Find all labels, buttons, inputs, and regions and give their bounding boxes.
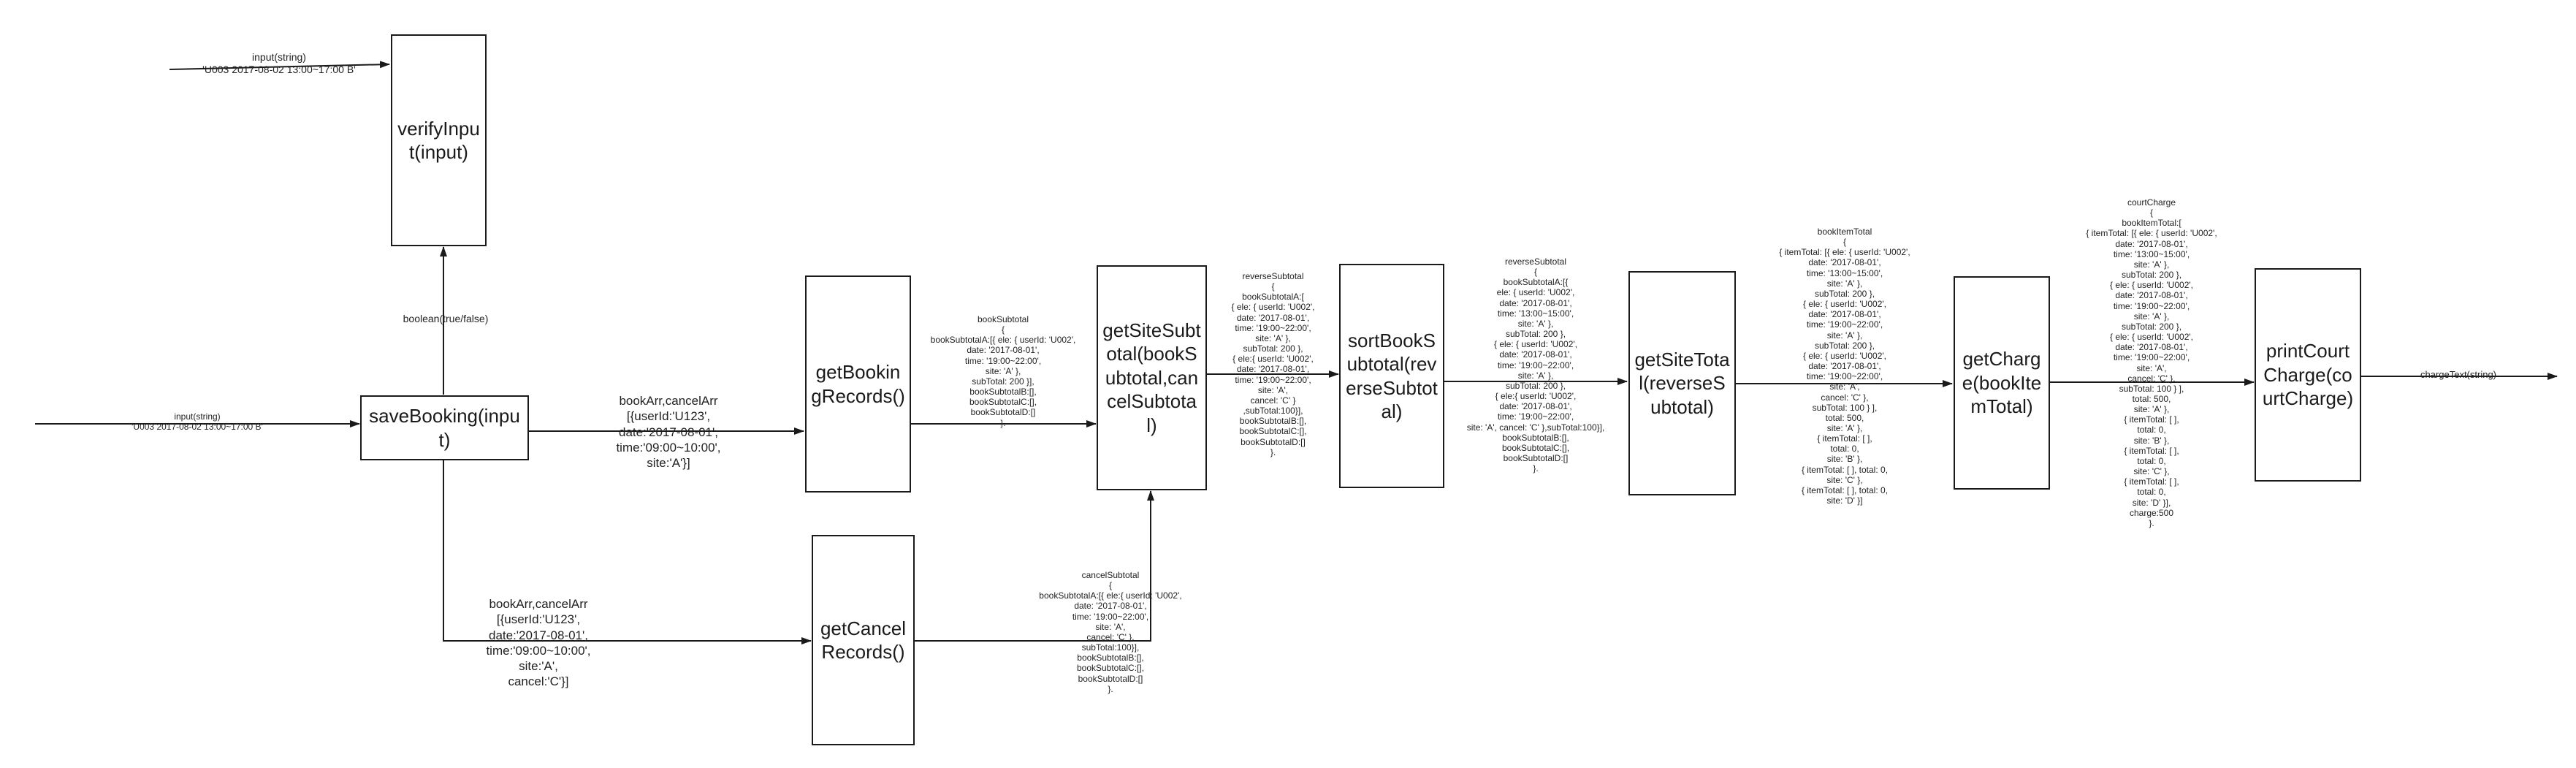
get-site-total-node[interactable]: getSiteTotal(reverseSubtotal) — [1628, 271, 1736, 495]
input-top-label: input(string) 'U003 2017-08-02 13:00~17:… — [202, 51, 356, 76]
book-subtotal-label: bookSubtotal { bookSubtotalA:[{ ele: { u… — [930, 314, 1076, 428]
court-charge-label: courtCharge { bookItemTotal:[ { itemTota… — [2086, 197, 2217, 528]
charge-text-label: chargeText(string) — [2420, 369, 2497, 380]
bookarr-top-label: bookArr,cancelArr [{userId:'U123', date:… — [616, 394, 721, 470]
cancel-subtotal-label: cancelSubtotal { bookSubtotalA:[{ ele:{ … — [1039, 570, 1182, 694]
reverse-subtotal-1-label: reverseSubtotal { bookSubtotalA:[ { ele:… — [1231, 271, 1315, 457]
get-cancel-records-node[interactable]: getCancelRecords() — [812, 535, 915, 745]
arrow-input-to-verify — [169, 61, 390, 70]
save-booking-node[interactable]: saveBooking(input) — [360, 395, 529, 460]
boolean-label: boolean(true/false) — [403, 313, 489, 324]
get-site-subtotal-node[interactable]: getSiteSubtotal(bookSubtotal,cancelSubto… — [1097, 265, 1207, 490]
print-court-charge-node[interactable]: printCourtCharge(courtCharge) — [2255, 268, 2361, 482]
bookarr-bottom-label: bookArr,cancelArr [{userId:'U123', date:… — [486, 597, 591, 689]
get-charge-node[interactable]: getCharge(bookItemTotal) — [1954, 276, 2050, 490]
get-booking-records-node[interactable]: getBookingRecords() — [805, 275, 911, 493]
reverse-subtotal-2-label: reverseSubtotal { bookSubtotalA:[{ ele: … — [1466, 256, 1605, 474]
arrow-cancel-to-sitesubtotal — [915, 490, 1154, 642]
verify-input-node[interactable]: verifyInput(input) — [391, 34, 487, 246]
arrow-save-to-cancel — [443, 460, 812, 645]
input-left-label: input(string) 'U003 2017-08-02 13:00~17:… — [132, 411, 263, 433]
book-item-total-label: bookItemTotal { { itemTotal: [{ ele: { u… — [1779, 227, 1910, 506]
sort-book-subtotal-node[interactable]: sortBookSubtotal(reverseSubtotal) — [1339, 264, 1444, 488]
